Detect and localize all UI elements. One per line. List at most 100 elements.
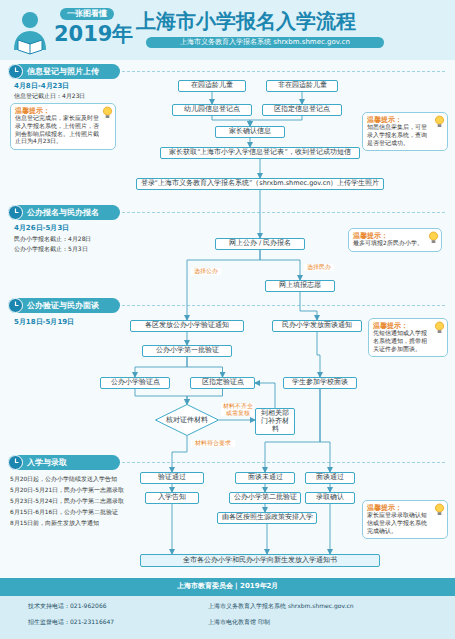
deadline-note: 民办小学报名截止：4月28日 xyxy=(14,235,126,243)
process-box: 验证通过 xyxy=(140,472,204,484)
subtitle: 上海市义务教育入学报名系统 shrxbm.shmec.gov.cn xyxy=(146,37,384,48)
connector xyxy=(267,524,268,554)
connector xyxy=(260,159,261,178)
process-box: 区指定信息登记点 xyxy=(262,104,342,116)
clock-face xyxy=(9,299,23,313)
tip-bubble: 温馨提示：信息登记完成后，家长应及时登录入学报名系统，上传照片，否则会影响后续报… xyxy=(10,103,116,150)
clock-icon xyxy=(8,205,23,220)
node-text: 公办小学验证点 xyxy=(111,379,160,387)
edge-label: 选择公办 xyxy=(191,268,221,275)
edge-label: 材料不齐全或需复核 xyxy=(221,403,254,416)
section-rule xyxy=(122,72,447,463)
schedule-item: 6月15日-6月16日，公办小学第二批验证 xyxy=(10,509,138,516)
connector xyxy=(172,484,173,492)
clock-hands xyxy=(16,68,19,72)
tip-body: 知悉信息采集后，可登录入学报名系统，查询是否登记成功。 xyxy=(367,124,432,147)
clock-face xyxy=(9,456,23,470)
footer-publisher: 上海市教育委员会 | 2019年2月 xyxy=(0,582,455,591)
connector xyxy=(187,250,260,320)
tip-heading: 温馨提示： xyxy=(367,116,432,124)
clock-icon xyxy=(8,64,23,79)
bulb-base xyxy=(438,330,442,333)
node-text: 面谈通过 xyxy=(316,474,344,482)
clock-icon xyxy=(8,455,23,470)
tip-body: 凭短信通知或入学报名系统通知，携带相关证件参加面谈。 xyxy=(373,330,432,353)
connector xyxy=(300,292,317,320)
tip-body: 家长应登录录取确认短信或登录入学报名系统完成确认。 xyxy=(367,512,432,535)
clock-face xyxy=(9,65,23,79)
connector xyxy=(260,250,300,280)
bulb-icon xyxy=(428,231,439,244)
tip-heading: 温馨提示： xyxy=(353,232,426,240)
bulb-base xyxy=(432,240,436,243)
header-ground xyxy=(0,0,455,60)
node-text: 各区发放公办小学验证通知 xyxy=(145,322,229,330)
node-text: 家长获取“上海市小学入学信息登记表”，收到登记成功短信 xyxy=(169,149,351,157)
decision-diamond: 核对证件材料 xyxy=(155,404,219,436)
process-box: 在园适龄儿童 xyxy=(178,80,246,92)
process-box: 学生参加学校面谈 xyxy=(283,377,357,389)
connector xyxy=(320,389,330,472)
connector xyxy=(265,484,266,492)
schedule-item: 5月23日-5月24日，民办小学第二志愿录取 xyxy=(10,498,138,505)
tip-bubble: 温馨提示：知悉信息采集后，可登录入学报名系统，查询是否登记成功。 xyxy=(362,112,448,151)
edge-label: 材料符合要求 xyxy=(191,440,235,447)
node-text: 入学与录取 xyxy=(27,458,67,467)
page-title: 上海市小学报名入学流程 xyxy=(136,8,396,35)
process-box: 面谈未通过 xyxy=(235,472,295,484)
node-text: 区指定验证点 xyxy=(202,379,244,387)
connector xyxy=(317,332,320,377)
process-box: 公办小学第一批验证 xyxy=(142,345,232,357)
process-box: 各区发放公办小学验证通知 xyxy=(130,320,244,332)
process-box: 幼儿园信息登记点 xyxy=(172,104,252,116)
process-box: 全市各公办小学和民办小学向新生发放入学通知书 xyxy=(140,554,380,567)
node-text: 入学告知 xyxy=(158,494,186,502)
process-box: 网上填报志愿 xyxy=(265,280,335,292)
connector xyxy=(330,504,331,554)
process-box: 公办小学验证点 xyxy=(100,377,170,389)
node-text: 幼儿园信息登记点 xyxy=(184,106,240,114)
connector xyxy=(330,484,331,492)
bulb-glass xyxy=(435,504,443,512)
node-text: 公办报名与民办报名 xyxy=(27,208,99,217)
connector xyxy=(212,116,250,126)
connector xyxy=(135,389,187,404)
process-box: 家长获取“上海市小学入学信息登记表”，收到登记成功短信 xyxy=(160,147,360,159)
bulb-glass xyxy=(435,116,443,124)
footer-band xyxy=(0,578,455,596)
schedule-item: 5月20日起，公办小学陆续发送入学告知 xyxy=(10,476,138,483)
connector xyxy=(265,504,266,512)
section-band: 信息登记与照片上传 xyxy=(8,64,120,79)
bulb-base xyxy=(106,115,110,118)
node-text: 核对证件材料 xyxy=(166,416,208,425)
connector xyxy=(172,504,173,554)
tip-heading: 温馨提示： xyxy=(15,107,100,115)
tip-bubble: 温馨提示：最多可填报2所民办小学。 xyxy=(348,228,442,252)
bulb-glass xyxy=(103,107,111,115)
bulb-icon xyxy=(434,503,445,516)
bulb-glass xyxy=(435,322,443,330)
node-text: 信息登记与照片上传 xyxy=(27,67,99,76)
connector xyxy=(255,383,275,408)
node-text: 面谈未通过 xyxy=(248,474,283,482)
header-tag: 一张图看懂 xyxy=(60,8,114,20)
node-text: 录取确认 xyxy=(316,494,344,502)
process-box: 由各区按照生源政策安排入学 xyxy=(217,512,317,524)
section-band: 入学与录取 xyxy=(8,455,120,470)
year-heading: 2019年 xyxy=(54,21,134,47)
reader-icon xyxy=(14,12,46,54)
process-box: 民办小学发放面谈通知 xyxy=(272,320,362,332)
connector xyxy=(302,92,303,104)
node-text: 登录“上海市义务教育入学报名系统”（shrxbm.shmec.gov.cn）上传… xyxy=(141,180,380,188)
node-text: 公办验证与民办面谈 xyxy=(27,301,99,310)
tip-heading: 温馨提示： xyxy=(367,504,432,512)
section-band: 公办验证与民办面谈 xyxy=(8,298,120,313)
connector xyxy=(260,190,261,238)
bulb-icon xyxy=(434,321,445,334)
process-box: 登录“上海市义务教育入学报名系统”（shrxbm.shmec.gov.cn）上传… xyxy=(136,178,384,190)
deadline-note: 公办小学报名截止：5月3日 xyxy=(14,245,126,253)
connector xyxy=(250,116,302,126)
clock-face xyxy=(9,206,23,220)
connector xyxy=(135,357,187,377)
